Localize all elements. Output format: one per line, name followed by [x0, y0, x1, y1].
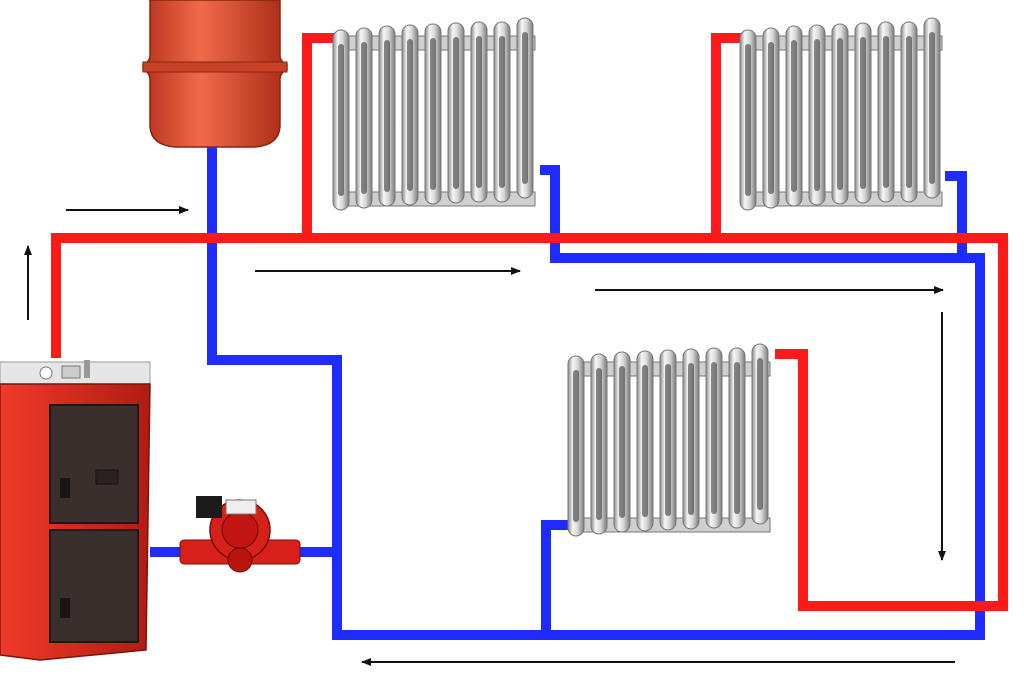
supply-pipes	[51, 33, 1008, 611]
boiler-icon	[0, 360, 151, 661]
supply-pipe-radiator-1	[302, 33, 338, 238]
circulation-pump-icon	[179, 496, 301, 573]
cast-iron-radiator-icon	[739, 17, 943, 211]
return-pipe-top-right-radiator	[945, 171, 967, 258]
return-pipes	[150, 145, 985, 640]
supply-pipe-radiator-2	[711, 33, 745, 238]
radiator-top-right	[739, 17, 943, 211]
return-pipe-tank-line	[207, 145, 985, 640]
expansion-tank-icon	[142, 0, 288, 148]
cast-iron-radiator-icon	[567, 343, 771, 537]
flow-arrows	[24, 206, 955, 666]
cast-iron-radiator-icon	[332, 17, 536, 211]
radiator-lower	[567, 343, 771, 537]
radiator-top-left	[332, 17, 536, 211]
supply-pipe-main	[51, 233, 1008, 611]
return-pipe-lower-radiator	[541, 520, 570, 635]
